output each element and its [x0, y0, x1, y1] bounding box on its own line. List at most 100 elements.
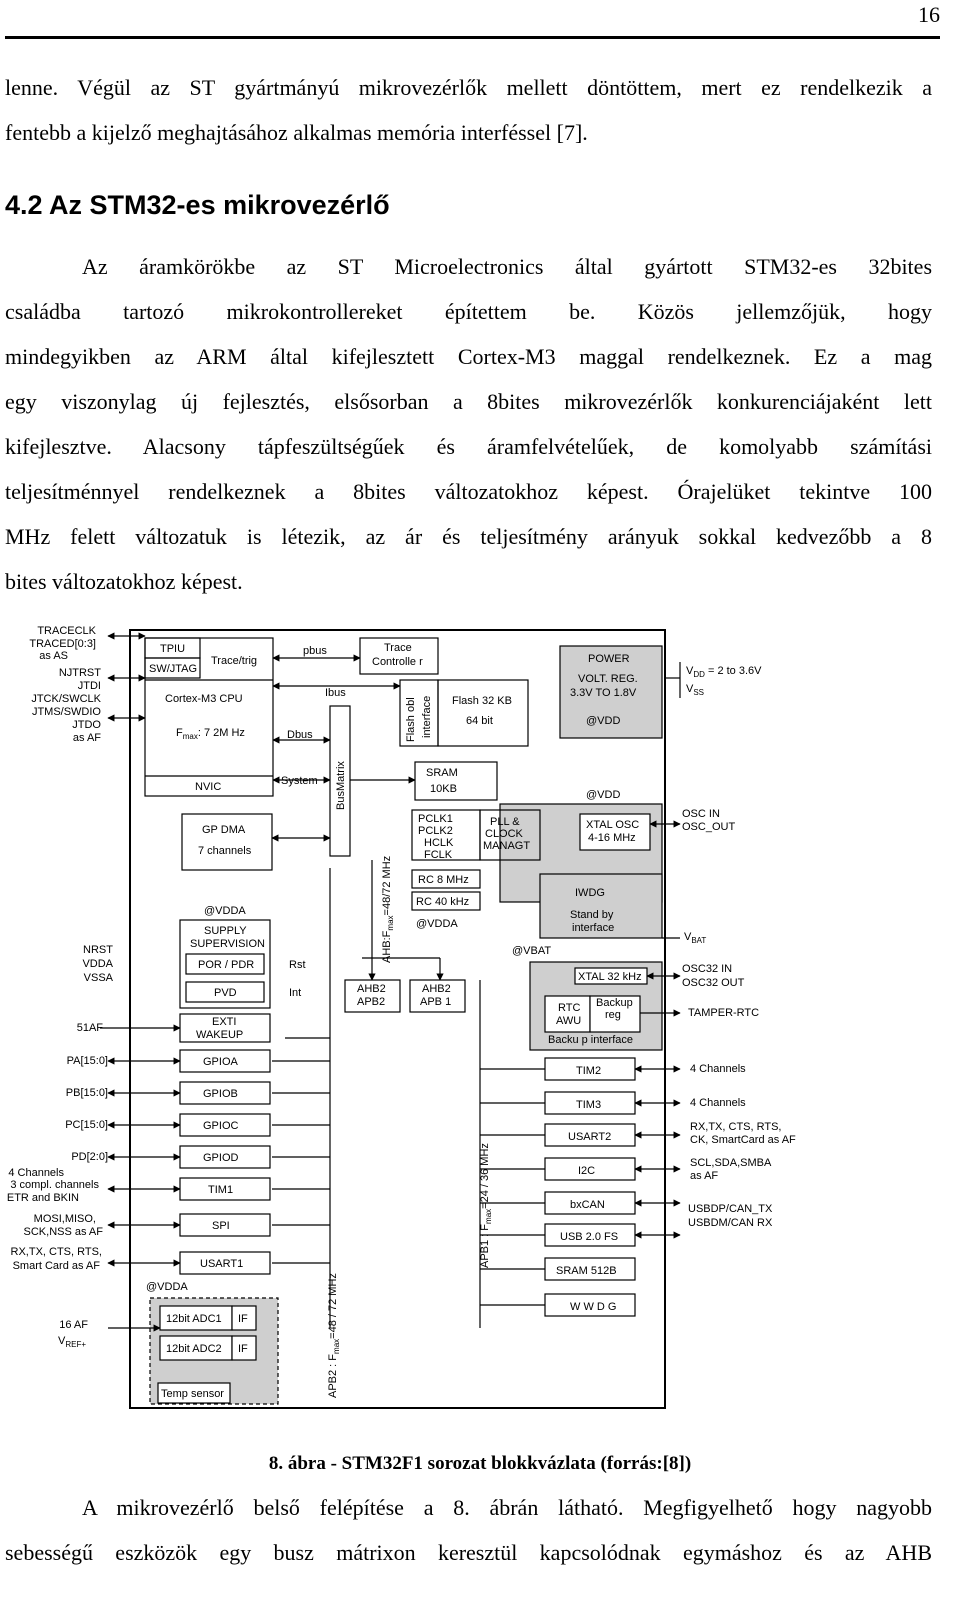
adc1-label: 12bit ADC1 [166, 1313, 222, 1325]
fclk-label: FCLK [424, 849, 453, 861]
ahb-apb1-label-1: AHB2 [422, 983, 451, 995]
signal-vdda: VDDA [82, 958, 113, 970]
rtc-label-2: AWU [556, 1015, 581, 1027]
ahb-clock-label: AHB:Fmax=48/72 MHz [381, 856, 395, 963]
text-line: lenne. Végül az ST gyártmányú mikrovezér… [5, 75, 932, 100]
temp-sensor-label: Temp sensor [161, 1388, 224, 1400]
signal-smartcard: Smart Card as AF [13, 1260, 101, 1272]
ahb-apb1-label-2: APB 1 [420, 996, 451, 1008]
usart2-label: USART2 [568, 1131, 611, 1143]
signal-51af: 51AF [77, 1022, 104, 1034]
gpioc-label: GPIOC [203, 1120, 239, 1132]
rst-label: Rst [289, 959, 306, 971]
osc-out-signal: OSC_OUT [682, 821, 735, 833]
backup-label-1: Backup [596, 997, 633, 1009]
osc32-in-signal: OSC32 IN [682, 963, 732, 975]
standby-label-2: interface [572, 922, 614, 934]
volt-range-label: 3.3V TO 1.8V [570, 687, 637, 699]
por-block [185, 953, 265, 975]
i2c-signal-1: SCL,SDA,SMBA [690, 1157, 772, 1169]
signal-nrst: NRST [83, 944, 113, 956]
text-line: mindegyikben az ARM által kifejlesztett … [5, 344, 932, 369]
power-region [559, 645, 663, 739]
vdda-adc-label: @VDDA [146, 1281, 188, 1293]
sram512-label: SRAM 512B [556, 1265, 617, 1277]
cpu-label: Cortex-M3 CPU [165, 693, 243, 705]
signal-pc: PC[15:0] [65, 1119, 108, 1131]
flash-interface-label: interface [421, 696, 433, 738]
exti-label-2: WAKEUP [196, 1029, 243, 1041]
apb1-clock-label: APB1 : Fmax=24 / 36 MHz [479, 1143, 493, 1268]
tim3-channels-signal: 4 Channels [690, 1097, 746, 1109]
signal-rxtx: RX,TX, CTS, RTS, [11, 1246, 102, 1258]
signal-jtdo: JTDO [72, 719, 101, 731]
text-line: egy viszonylag új fejlesztés, elsősorban… [5, 389, 932, 414]
rc8-label: RC 8 MHz [418, 874, 469, 886]
nvic-label: NVIC [195, 781, 221, 793]
backup-reg-block [589, 995, 641, 1033]
flash-size-label: Flash 32 KB [452, 695, 512, 707]
tim2-label: TIM2 [576, 1065, 601, 1077]
pll-label-2: CLOCK [485, 828, 524, 840]
gpioa-label: GPIOA [203, 1056, 239, 1068]
dbus-label: Dbus [287, 729, 313, 741]
section-heading: 4.2 Az STM32-es mikrovezérlő [5, 190, 390, 220]
usb-label: USB 2.0 FS [560, 1231, 618, 1243]
xtal-osc-label-1: XTAL OSC [586, 819, 639, 831]
signal-njtrst: NJTRST [59, 667, 101, 679]
trace-ctrl-label-2: Controlle r [372, 656, 423, 668]
can-rx-signal: USBDM/CAN RX [688, 1217, 773, 1229]
ahb-apb2-label-1: AHB2 [357, 983, 386, 995]
sram-label: SRAM [426, 767, 458, 779]
tim3-label: TIM3 [576, 1099, 601, 1111]
rc40-block [411, 891, 481, 911]
supply-label-2: SUPERVISION [190, 938, 265, 950]
xtal32-label: XTAL 32 kHz [578, 971, 642, 983]
signal-4ch: 4 Channels [8, 1167, 64, 1179]
signal-traced: TRACED[0:3] [29, 638, 96, 650]
flash-block [437, 679, 529, 747]
power-label: POWER [588, 653, 630, 665]
osc-in-signal: OSC IN [682, 808, 720, 820]
signal-pd: PD[2:0] [71, 1151, 108, 1163]
i2c-signal-2: as AF [690, 1170, 718, 1182]
signal-vssa: VSSA [84, 972, 114, 984]
iwdg-label: IWDG [575, 887, 605, 899]
rc40-label: RC 40 kHz [416, 896, 469, 908]
standby-label-1: Stand by [570, 909, 614, 921]
intro-paragraph: lenne. Végül az ST gyártmányú mikrovezér… [5, 65, 932, 155]
chip-outline [129, 629, 666, 1409]
pclk1-label: PCLK1 [418, 813, 453, 825]
signal-etr: ETR and BKIN [7, 1192, 79, 1204]
signal-mosi: MOSI,MISO, [34, 1213, 96, 1225]
trace-trig-label: Trace/trig [211, 655, 257, 667]
gpiod-label: GPIOD [203, 1152, 239, 1164]
signal-16af: 16 AF [59, 1319, 88, 1331]
signal-3ch: 3 compl. channels [10, 1179, 99, 1191]
signal-jtms: JTMS/SWDIO [32, 706, 101, 718]
text-line: MHz felett változatuk is létezik, az ár … [5, 524, 932, 549]
pclk2-label: PCLK2 [418, 825, 453, 837]
flash-obl-label: Flash obl [405, 697, 417, 742]
text-line: fentebb a kijelző meghajtásához alkalmas… [5, 120, 588, 145]
apb2-clock-label: APB2 : Fmax=48 / 72 MHz [327, 1273, 341, 1398]
vdda-mid-label: @VDDA [416, 918, 458, 930]
backup-if-label: Backu p interface [548, 1034, 633, 1046]
figure-caption: 8. ábra - STM32F1 sorozat blokkvázlata (… [268, 1453, 692, 1474]
text-line: bites változatokhoz képest. [5, 569, 243, 594]
signal-traceclk: TRACECLK [37, 625, 96, 637]
tpiu-label: TPIU [160, 643, 185, 655]
vss-signal: VSS [686, 683, 704, 697]
sram-size-label: 10KB [430, 783, 457, 795]
iwdg-region [539, 873, 663, 939]
usart2-signal-1: RX,TX, CTS, RTS, [690, 1121, 781, 1133]
gpdma-channels-label: 7 channels [198, 845, 252, 857]
signal-jtck: JTCK/SWCLK [31, 693, 101, 705]
gpdma-label: GP DMA [202, 824, 246, 836]
rtc-label-1: RTC [558, 1002, 580, 1014]
signal-as-af: as AF [73, 732, 101, 744]
adc2-if-label: IF [238, 1343, 248, 1355]
pvd-block [185, 981, 265, 1003]
vdda-left-label: @VDDA [204, 905, 246, 917]
xtal-osc-label-2: 4-16 MHz [588, 832, 636, 844]
